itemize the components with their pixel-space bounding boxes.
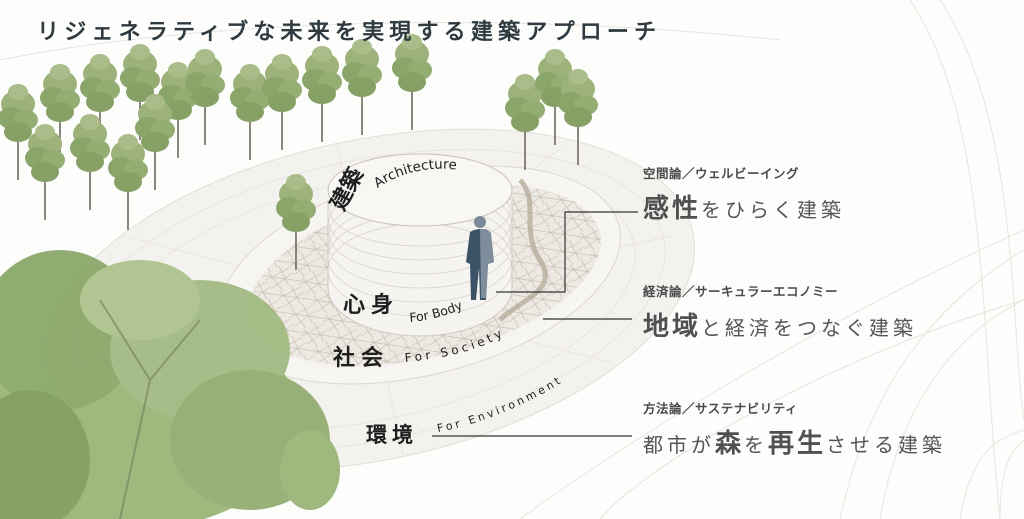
person-figure bbox=[466, 216, 494, 300]
concept-sustainability: 方法論／サステナビリティ 都市が森を再生させる建築 bbox=[643, 398, 946, 460]
concept-subtitle: 経済論／サーキュラーエコノミー bbox=[643, 284, 839, 299]
concept-headline: 都市が森を再生させる建築 bbox=[643, 429, 947, 459]
concept-circular-economy: 経済論／サーキュラーエコノミー 地域と経済をつなぐ建築 bbox=[643, 281, 917, 343]
concept-headline: 感性をひらく建築 bbox=[643, 194, 846, 224]
concept-subtitle: 空間論／ウェルビーイング bbox=[643, 166, 800, 181]
concept-subtitle: 方法論／サステナビリティ bbox=[643, 401, 799, 416]
concept-wellbeing: 空間論／ウェルビーイング 感性をひらく建築 bbox=[643, 163, 845, 225]
concept-headline: 地域と経済をつなぐ建築 bbox=[643, 312, 918, 342]
page-title: リジェネラティブな未来を実現する建築アプローチ bbox=[37, 20, 662, 45]
